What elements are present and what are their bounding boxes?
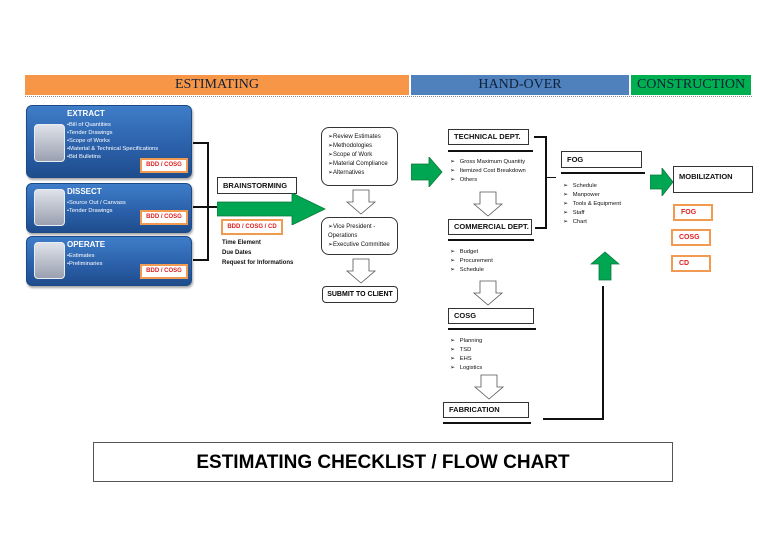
connector-line [193,206,217,208]
flow-chart-title: ESTIMATING CHECKLIST / FLOW CHART [93,442,673,482]
list-item: ➢Vice President - Operations [328,224,376,239]
hollow-arrow-down-icon [472,280,504,306]
operate-box: OPERATE •Estimates •Preliminaries BDD / … [26,236,192,286]
approval-box: ➢Vice President - Operations ➢Executive … [321,217,398,255]
list-item: •Scope of Works [67,138,110,144]
list-item: ➢ Gross Maximum Quantity [450,159,526,165]
list-item: ➢ TSD [450,347,472,353]
list-item: ➢Review Estimates [328,134,381,140]
note-item: Request for Informations [222,260,294,266]
list-item: •Preliminaries [67,261,103,267]
commercial-list: ➢ Budget ➢ Procurement ➢ Schedule [450,248,493,275]
dissect-box: DISSECT •Source Out / Canvass •Tender Dr… [26,183,192,233]
extract-box: EXTRACT •Bill of Quantities •Tender Draw… [26,105,192,178]
extract-tag: BDD / COSG [140,158,188,173]
list-item: •Source Out / Canvass [67,200,126,206]
list-item: ➢ Manpower [563,192,600,198]
list-item: ➢ Itemized Cost Breakdown [450,168,526,174]
connector-line [193,142,208,144]
hollow-arrow-down-icon [345,189,377,215]
divider [443,422,531,424]
list-item: ➢Methodologies [328,143,373,149]
phase-construction: CONSTRUCTION [631,75,751,95]
fabrication-box: FABRICATION [443,402,529,418]
mobilization-tag-cosg: COSG [671,229,711,246]
list-item: •Tender Drawings [67,130,113,136]
extract-list: •Bill of Quantities •Tender Drawings •Sc… [67,121,158,161]
operate-title: OPERATE [67,240,106,249]
fog-list: ➢ Schedule ➢ Manpower ➢ Tools & Equipmen… [563,182,621,227]
dissect-tag: BDD / COSG [140,210,188,225]
list-item: ➢ Budget [450,249,479,255]
list-item: •Bid Bulletins [67,154,101,160]
list-item: ➢ Tools & Equipment [563,201,622,207]
connector-line [193,259,208,261]
list-item: ➢Scope of Work [328,152,373,158]
list-item: ➢Material Compliance [328,161,388,167]
connector-line [207,142,209,261]
green-arrow-right-icon [411,157,443,187]
phase-estimating: ESTIMATING [25,75,409,95]
phase-hand-over: HAND-OVER [411,75,629,95]
submit-to-client-box: SUBMIT TO CLIENT [322,286,398,303]
operate-list: •Estimates •Preliminaries [67,252,103,268]
commercial-dept-box: COMMERCIAL DEPT. [448,219,532,235]
brainstorming-tag: BDD / COSG / CD [221,219,283,235]
brainstorming-notes: Time Element Due Dates Request for Infor… [222,238,293,268]
list-item: ➢ Chart [563,219,587,225]
list-item: ➢ Logistics [450,365,483,371]
list-item: ➢ EHS [450,356,472,362]
review-box: ➢Review Estimates ➢Methodologies ➢Scope … [321,127,398,186]
hollow-arrow-down-icon [345,258,377,284]
list-item: •Estimates [67,253,95,259]
list-item: ➢ Others [450,177,478,183]
dissect-title: DISSECT [67,187,102,196]
mobilization-tag-cd: CD [671,255,711,272]
phase-divider [25,96,752,97]
dissect-list: •Source Out / Canvass •Tender Drawings [67,199,126,215]
divider [448,239,534,241]
extract-title: EXTRACT [67,109,105,118]
connector-line [545,136,547,229]
connector-line [534,136,546,138]
extract-thumbnail [34,124,65,162]
list-item: ➢ Staff [563,210,585,216]
technical-list: ➢ Gross Maximum Quantity ➢ Itemized Cost… [450,158,526,185]
brainstorming-box: BRAINSTORMING [217,177,297,194]
list-item: ➢Executive Committee [328,242,390,248]
list-item: •Tender Drawings [67,208,113,214]
hollow-arrow-down-icon [473,374,505,400]
connector-line [602,286,604,420]
divider [448,328,536,330]
fog-box: FOG [561,151,642,168]
connector-line [535,227,546,229]
list-item: ➢ Schedule [563,183,597,189]
mobilization-box: MOBILIZATION [673,166,753,193]
cosg-box: COSG [448,308,534,324]
list-item: •Material & Technical Specifications [67,146,159,152]
list-item: •Bill of Quantities [67,122,111,128]
operate-tag: BDD / COSG [140,264,188,279]
mobilization-tag-fog: FOG [673,204,713,221]
green-arrow-up-icon [590,251,620,281]
cosg-list: ➢ Planning ➢ TSD ➢ EHS ➢ Logistics [450,337,482,373]
connector-line [546,177,556,178]
dissect-thumbnail [34,189,65,226]
green-arrow-right-icon [217,193,326,225]
divider [561,172,645,174]
list-item: ➢ Schedule [450,267,484,273]
note-item: Due Dates [222,250,252,256]
operate-thumbnail [34,242,65,279]
divider [448,150,533,152]
note-item: Time Element [222,240,261,246]
technical-dept-box: TECHNICAL DEPT. [448,129,529,145]
list-item: ➢ Procurement [450,258,493,264]
hollow-arrow-down-icon [472,191,504,217]
list-item: ➢ Planning [450,338,483,344]
list-item: ➢Alternatives [328,170,365,176]
connector-line [543,418,604,420]
green-arrow-right-icon [650,168,674,196]
